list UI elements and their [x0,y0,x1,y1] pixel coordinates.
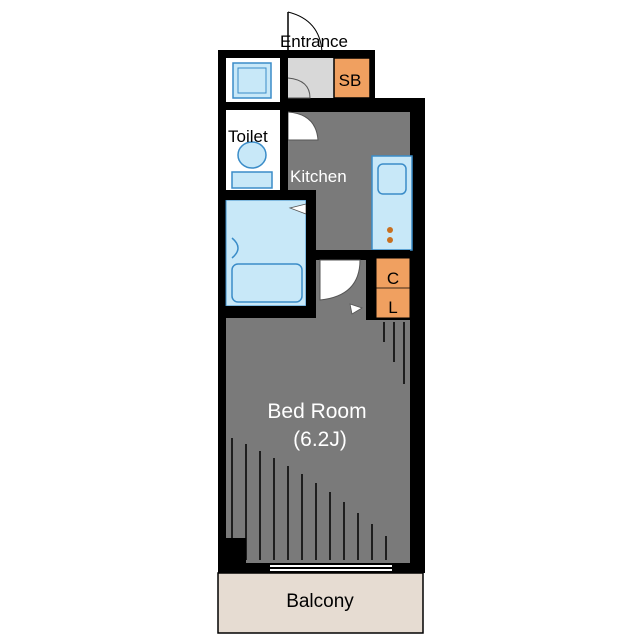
bedroom-label: Bed Room [267,400,366,423]
closet-label-bottom: L [388,298,397,317]
closet [366,250,411,320]
door-handle-icon [349,303,363,315]
stove-burner-icon [387,237,393,243]
shoe-box [333,57,371,99]
balcony [217,572,424,634]
closet-label-top: C [387,269,399,288]
entrance-floor [288,58,334,98]
bedroom-size: (6.2J) [293,428,347,451]
kitchen-counter [371,155,413,251]
toilet-label: Toilet [228,127,268,146]
entrance-label: Entrance [280,32,348,51]
balcony-window [270,565,392,571]
toilet-door [287,111,319,141]
stove-burner-icon [387,227,393,233]
toilet-bowl-icon [237,141,267,169]
wall-column [218,538,246,573]
inner-walls [220,105,316,318]
bedroom-floor-lines [231,322,405,560]
kitchen-sink-icon [377,163,407,195]
toilet-room [226,110,280,192]
bathroom [225,199,307,307]
entrance-door [287,11,323,53]
bedroom-door [316,250,366,301]
balcony-label: Balcony [286,591,354,612]
shoe-box-label: SB [339,71,362,90]
sink-icon [231,237,239,259]
entrance-inner-door [287,77,311,99]
washer-space [226,58,280,102]
kitchen-label: Kitchen [290,167,347,186]
